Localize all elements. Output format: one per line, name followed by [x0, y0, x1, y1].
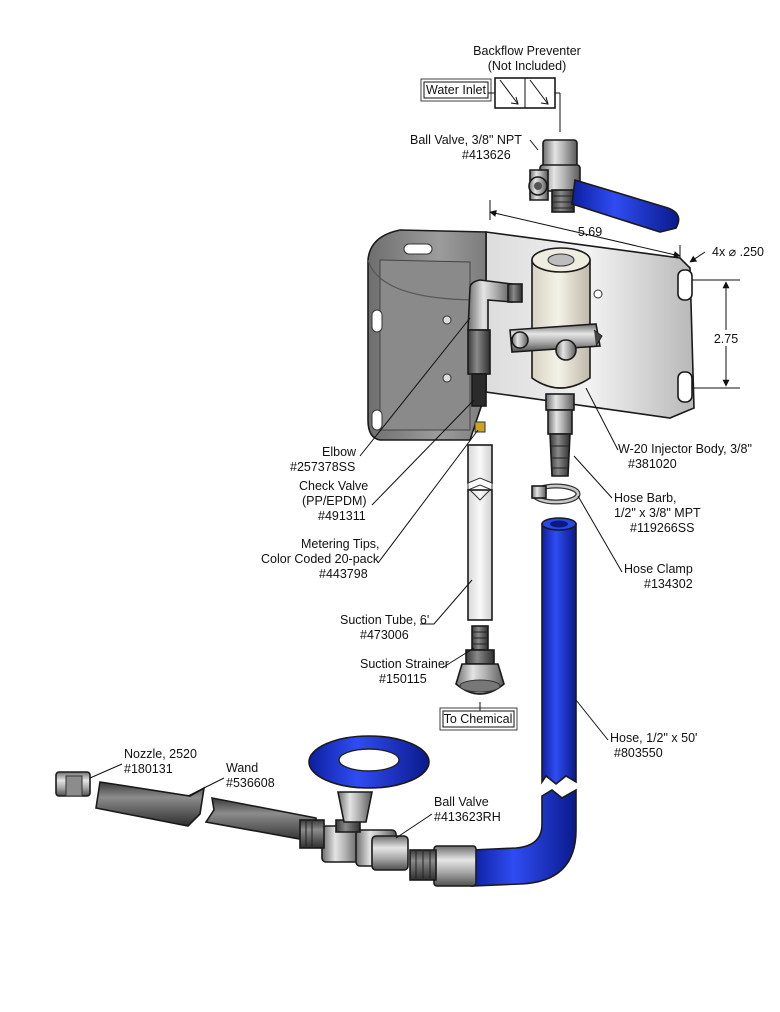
hose-barb-label: Hose Barb,	[614, 491, 677, 505]
metering-tips-part: #443798	[319, 567, 368, 581]
check-valve-label: Check Valve	[299, 479, 368, 493]
water-inlet-box: Water Inlet	[420, 78, 492, 102]
hose-part: #803550	[614, 746, 663, 760]
backflow-preventer-label: Backflow Preventer	[473, 44, 581, 58]
hole-dimension: 4x ⌀ .250	[689, 245, 764, 263]
check-valve-material: (PP/EPDM)	[302, 494, 367, 508]
hose-clamp-part: #134302	[644, 577, 693, 591]
metering-tip	[474, 421, 486, 433]
hose-barb	[545, 393, 575, 477]
metering-tips-desc: Color Coded 20-pack	[261, 552, 380, 566]
hose-clamp	[531, 483, 581, 505]
elbow-part: #257378SS	[290, 460, 355, 474]
ball-valve-bottom-label: Ball Valve	[434, 795, 489, 809]
nozzle-part: #180131	[124, 762, 173, 776]
water-inlet-label: Water Inlet	[426, 83, 487, 97]
width-dimension-value: 5.69	[578, 225, 602, 239]
hole-dimension-value: 4x ⌀ .250	[712, 245, 764, 259]
suction-tube-part: #473006	[360, 628, 409, 642]
hose	[471, 517, 577, 887]
hose-clamp-label: Hose Clamp	[624, 562, 693, 576]
metering-tips-label: Metering Tips,	[301, 537, 380, 551]
injector-body	[509, 247, 603, 389]
backflow-preventer-note: (Not Included)	[488, 59, 567, 73]
wand-part: #536608	[226, 776, 275, 790]
height-dimension-value: 2.75	[714, 332, 738, 346]
ball-valve-bottom-part: #413623RH	[434, 810, 501, 824]
to-chemical-label: To Chemical	[444, 712, 513, 726]
hose-barb-part: #119266SS	[630, 521, 694, 535]
ball-valve-top-part: #413626	[462, 148, 511, 162]
to-chemical-box: To Chemical	[439, 702, 518, 731]
suction-strainer-part: #150115	[379, 672, 427, 686]
suction-tube	[467, 444, 493, 621]
wand	[95, 781, 325, 849]
nozzle-label: Nozzle, 2520	[124, 747, 197, 761]
hose-ferrule	[409, 845, 477, 887]
suction-strainer	[455, 625, 505, 695]
injector-body-part: #381020	[628, 457, 677, 471]
backflow-preventer-symbol	[488, 77, 561, 132]
ball-valve-top	[528, 139, 680, 233]
nozzle	[55, 771, 91, 797]
elbow-label: Elbow	[322, 445, 357, 459]
height-dimension: 2.75	[692, 279, 744, 389]
check-valve	[467, 329, 491, 407]
hose-label: Hose, 1/2" x 50'	[610, 731, 697, 745]
wand-label: Wand	[226, 761, 258, 775]
injector-body-label: W-20 Injector Body, 3/8"	[618, 442, 752, 456]
ball-valve-bottom	[308, 735, 430, 871]
elbow-fitting	[467, 279, 523, 331]
ball-valve-top-label: Ball Valve, 3/8" NPT	[410, 133, 522, 147]
suction-strainer-label: Suction Strainer	[360, 657, 449, 671]
hose-barb-size: 1/2" x 3/8" MPT	[614, 506, 701, 520]
check-valve-part: #491311	[318, 509, 366, 523]
suction-tube-label: Suction Tube, 6'	[340, 613, 429, 627]
